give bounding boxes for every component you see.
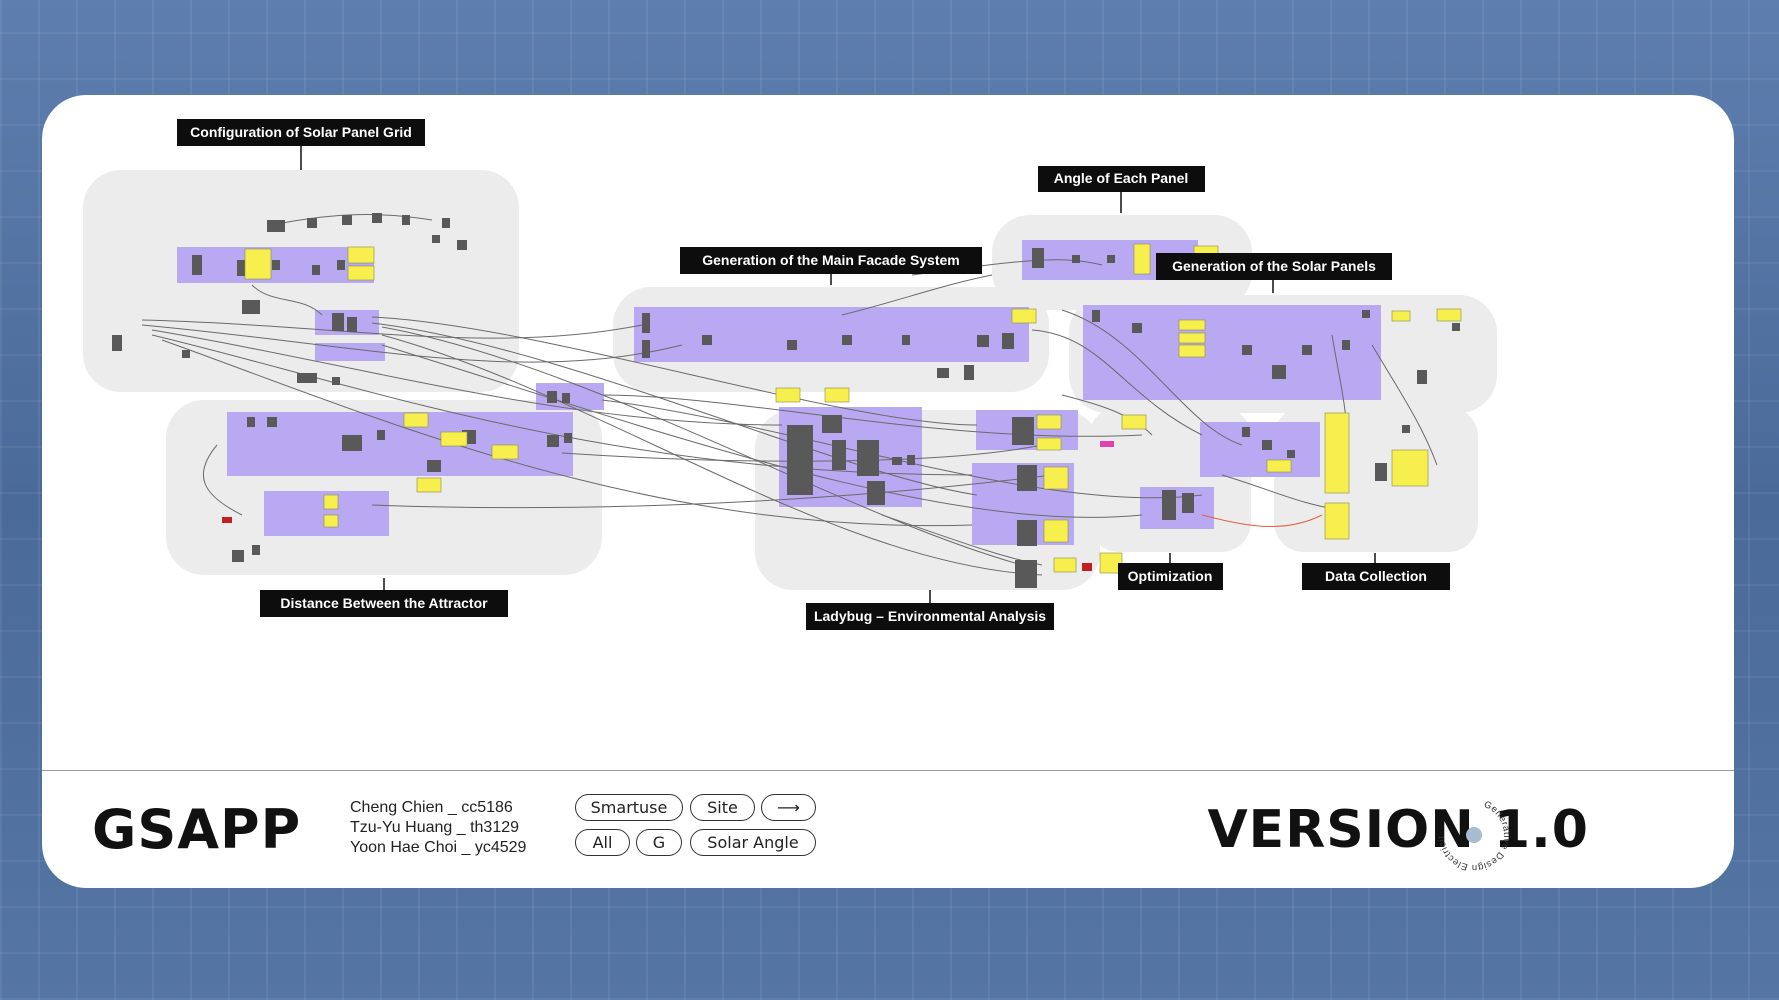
next-arrow-button[interactable]: ⟶	[761, 794, 816, 821]
label-solar: Generation of the Solar Panels	[1172, 258, 1376, 274]
seal-dot	[1466, 827, 1482, 843]
author-3: Yoon Hae Choi _ yc4529	[350, 839, 527, 856]
authors-list: Cheng Chien _ cc5186 Tzu-Yu Huang _ th31…	[350, 798, 526, 858]
label-optimization: Optimization	[1128, 568, 1213, 584]
brand-logo: GSAPP	[92, 798, 302, 861]
site-button[interactable]: Site	[690, 794, 755, 821]
section-labels: Configuration of Solar Panel Grid Angle …	[177, 119, 1450, 630]
yellow-panels	[244, 243, 1462, 574]
label-distance: Distance Between the Attractor	[280, 595, 488, 611]
solar-angle-button[interactable]: Solar Angle	[690, 829, 816, 856]
smartuse-button[interactable]: Smartuse	[575, 794, 683, 821]
label-angle: Angle of Each Panel	[1054, 170, 1189, 186]
label-ladybug: Ladybug – Environmental Analysis	[814, 608, 1046, 624]
wires	[141, 214, 1438, 576]
red-wire	[1201, 514, 1323, 528]
special-nodes	[222, 441, 1114, 571]
author-1: Cheng Chien _ cc5186	[350, 799, 513, 816]
footer-divider	[42, 770, 1734, 771]
label-data-collection: Data Collection	[1325, 568, 1427, 584]
diagram-card: Configuration of Solar Panel Grid Angle …	[42, 95, 1734, 888]
grasshopper-definition-canvas: Configuration of Solar Panel Grid Angle …	[83, 119, 1497, 630]
label-facade: Generation of the Main Facade System	[702, 252, 960, 268]
generative-design-electricity-seal: Generative Design Electricity	[1434, 795, 1512, 873]
all-button[interactable]: All	[575, 829, 630, 856]
version-title: VERSION 1.0	[1207, 800, 1589, 860]
g-button[interactable]: G	[636, 829, 682, 856]
panel-nodes	[112, 213, 1460, 588]
label-config: Configuration of Solar Panel Grid	[190, 124, 412, 140]
author-2: Tzu-Yu Huang _ th3129	[350, 819, 520, 836]
